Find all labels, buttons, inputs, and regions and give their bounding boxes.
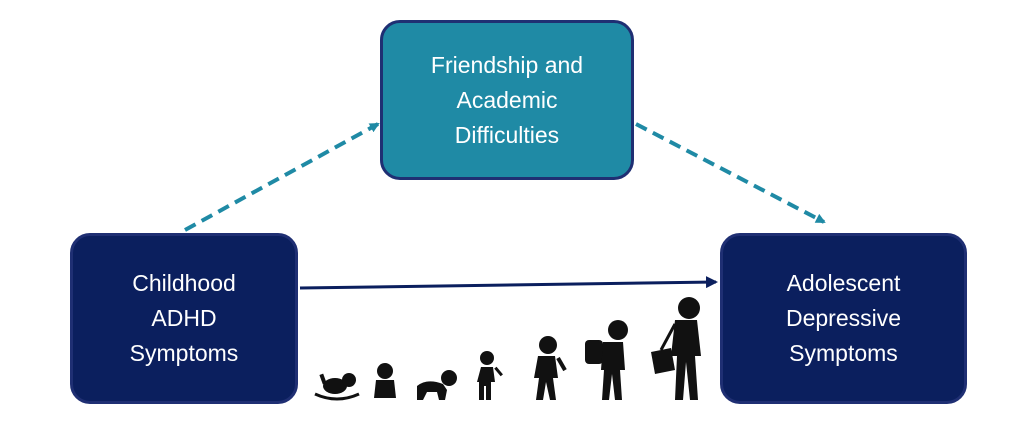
child-walking-icon (534, 336, 567, 400)
predictor-label-line-2: ADHD (151, 305, 217, 331)
predictor-node: Childhood ADHD Symptoms (70, 233, 298, 404)
mediator-node: Friendship and Academic Difficulties (380, 20, 634, 180)
edge-mediator-to-outcome (635, 122, 826, 224)
edge-predictor-to-mediator (184, 122, 380, 232)
teen-with-bag-icon (651, 297, 701, 400)
infant-lying-icon (314, 373, 360, 401)
mediator-label-line-1: Friendship and (430, 51, 584, 78)
child-with-backpack-icon (585, 320, 628, 400)
predictor-label-line-3: Symptoms (129, 340, 239, 366)
outcome-node: Adolescent Depressive Symptoms (720, 233, 967, 404)
outcome-label-line-2: Depressive (785, 305, 902, 331)
predictor-label-line-1: Childhood (132, 270, 236, 296)
mediator-label-line-2: Academic (456, 86, 558, 113)
outcome-label-line-3: Symptoms (789, 340, 898, 366)
baby-crawling-icon (417, 370, 457, 400)
outcome-label-line-1: Adolescent (786, 270, 901, 296)
child-growth-silhouettes-icon (314, 297, 701, 401)
mediator-label-line-3: Difficulties (454, 121, 560, 148)
toddler-standing-icon (477, 351, 503, 400)
edge-predictor-to-outcome (299, 276, 718, 290)
baby-sitting-icon (374, 363, 396, 398)
